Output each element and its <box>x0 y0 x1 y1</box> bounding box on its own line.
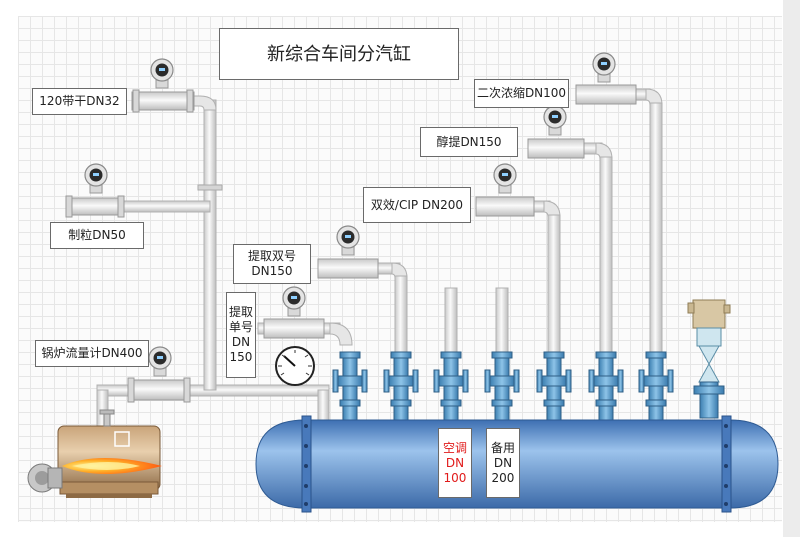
flowmeter-erci-icon <box>592 52 616 83</box>
valve-7-icon <box>638 351 674 421</box>
flowmeter-boiler-icon <box>148 346 172 377</box>
flowmeter-chunti-icon <box>543 105 567 136</box>
flowmeter-tiqu-dan-icon <box>282 286 306 317</box>
flowmeter-120-icon <box>150 58 174 89</box>
label-tiqu-dan-dn150: 提取 单号 DN 150 <box>226 292 256 378</box>
zhili-branch-pipe <box>119 200 211 213</box>
label-erci-nongsuo-dn100: 二次浓缩DN100 <box>474 79 569 108</box>
valve-4-icon <box>484 351 520 421</box>
label-chunti-dn150: 醇提DN150 <box>420 127 518 157</box>
flowmeter-tiqu-shuang-icon <box>336 225 360 256</box>
label-guolu-dn400: 锅炉流量计DN400 <box>35 340 149 367</box>
diagram-title: 新综合车间分汽缸 <box>219 28 459 80</box>
label-tiqu-shuang-dn150: 提取双号 DN150 <box>233 244 311 284</box>
label-zhili-dn50: 制粒DN50 <box>50 222 144 249</box>
label-120-dn32: 120带干DN32 <box>32 88 127 115</box>
valve-5-icon <box>536 351 572 421</box>
label-kongtiao-dn100: 空调 DN 100 <box>438 428 472 498</box>
label-beiyong-dn200: 备用 DN 200 <box>486 428 520 498</box>
header-drop-pipe <box>317 389 330 421</box>
valve-3-icon <box>433 351 469 421</box>
valve-1-icon <box>332 351 368 421</box>
right-scrollbar[interactable] <box>783 0 800 537</box>
flowmeter-shuangxiao-icon <box>493 163 517 194</box>
left-trunk-pipe <box>203 99 217 391</box>
meter-body-120 <box>131 91 195 111</box>
boiler-icon <box>27 409 162 498</box>
control-valve-icon <box>687 299 731 419</box>
label-shuangxiao-cip-dn200: 双效/CIP DN200 <box>363 187 471 223</box>
flowmeter-zhili-icon <box>84 163 108 194</box>
valve-2-icon <box>383 351 419 421</box>
valve-6-icon <box>588 351 624 421</box>
